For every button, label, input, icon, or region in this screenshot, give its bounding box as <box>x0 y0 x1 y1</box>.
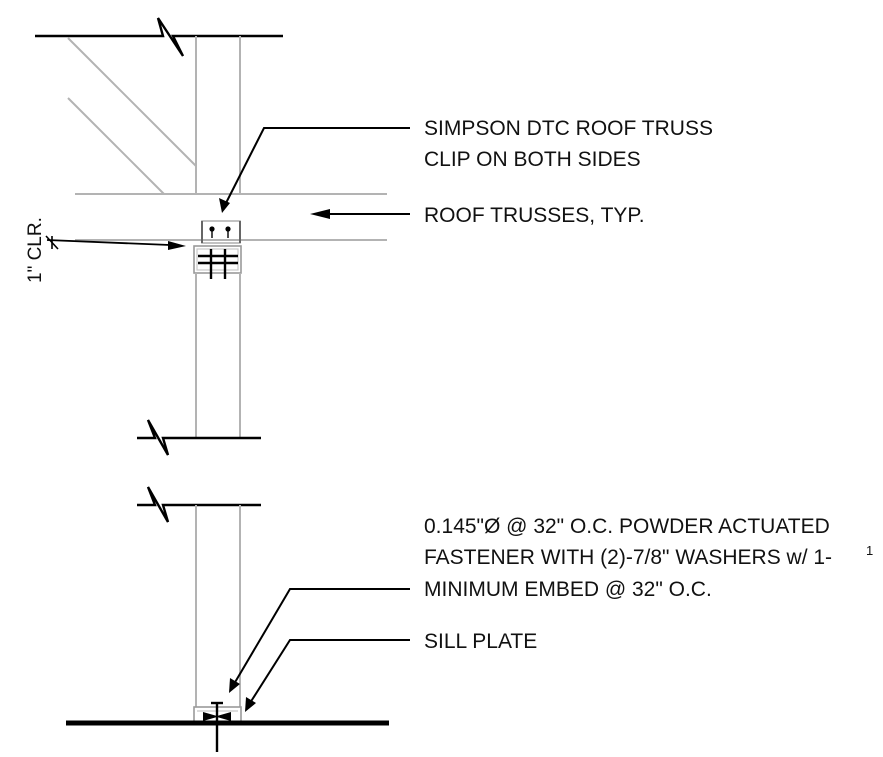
upper-stud <box>195 36 241 194</box>
truss-web-members <box>67 37 197 195</box>
roof-trusses-note: ROOF TRUSSES, TYP. <box>424 204 645 227</box>
mid-break-line-lower <box>137 486 261 523</box>
sill-plate-leader <box>245 639 410 712</box>
sill-plate-note: SILL PLATE <box>424 630 537 653</box>
clearance-dimension: 1" CLR. <box>25 217 186 283</box>
truss-clip <box>201 220 241 244</box>
clearance-label: 1" CLR. <box>25 217 46 283</box>
truss-clip-note-line1: SIMPSON DTC ROOF TRUSS <box>424 117 713 140</box>
roof-truss-chord <box>75 193 387 241</box>
mid-break-line-upper <box>137 419 261 456</box>
roof-trusses-leader <box>310 209 410 219</box>
fastener-note-line2: FASTENER WITH (2)-7/8" WASHERS w/ 1- <box>424 546 832 569</box>
truss-clip-note: SIMPSON DTC ROOF TRUSS CLIP ON BOTH SIDE… <box>424 117 713 171</box>
fastener-note-line1: 0.145"Ø @ 32" O.C. POWDER ACTUATED <box>424 515 830 538</box>
truss-clip-leader <box>219 127 410 213</box>
fastener-note: 0.145"Ø @ 32" O.C. POWDER ACTUATED FASTE… <box>424 515 873 601</box>
wall-stud <box>195 273 241 438</box>
fastener-note-fraction: 1 <box>866 543 873 558</box>
fastener-leader <box>229 588 410 693</box>
top-break-line <box>35 17 283 57</box>
top-plate <box>193 245 242 279</box>
truss-clip-note-line2: CLIP ON BOTH SIDES <box>424 148 641 171</box>
powder-actuated-fastener <box>211 701 223 752</box>
fastener-note-line3: MINIMUM EMBED @ 32" O.C. <box>424 578 712 601</box>
lower-stud <box>195 505 241 707</box>
